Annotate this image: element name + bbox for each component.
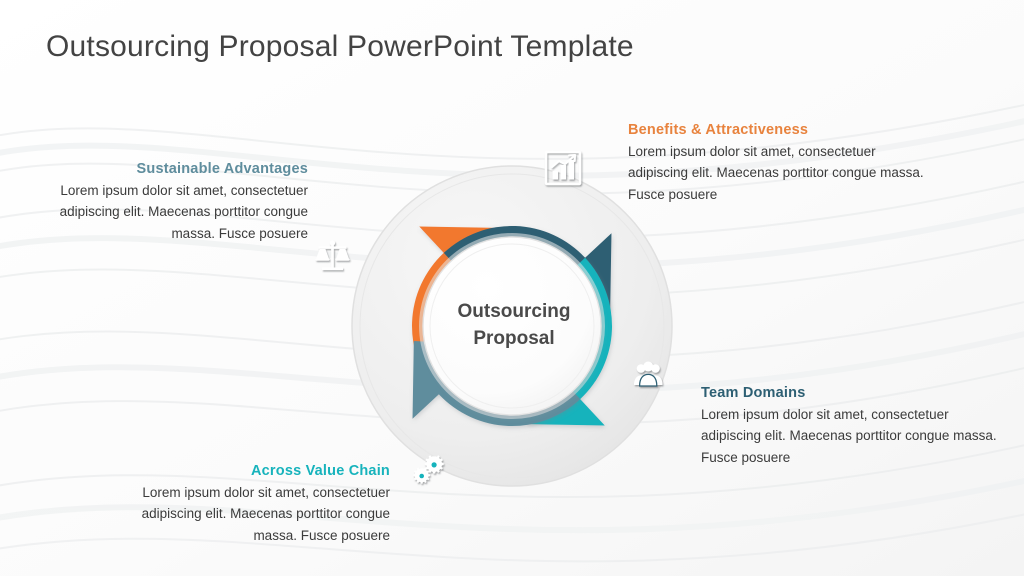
callout-sustainable[interactable]: Sustainable Advantages Lorem ipsum dolor… [40,161,308,244]
balance-scales-icon [315,240,350,271]
callout-value-chain-body: Lorem ipsum dolor sit amet, consectetuer… [141,485,390,543]
team-group-icon [634,361,663,387]
callout-value-chain-title: Across Value Chain [251,463,390,479]
center-hub [419,233,605,419]
callout-sustainable-body: Lorem ipsum dolor sit amet, consectetuer… [59,183,308,241]
gears-icon [413,455,444,484]
callout-team-title: Team Domains [701,385,806,401]
callout-benefits-title: Benefits & Attractiveness [628,122,809,138]
page-title: Outsourcing Proposal PowerPoint Template [46,30,634,63]
callout-benefits-body: Lorem ipsum dolor sit amet, consectetuer… [628,144,924,202]
callout-team-body: Lorem ipsum dolor sit amet, consectetuer… [701,407,997,465]
callout-team[interactable]: Team Domains Lorem ipsum dolor sit amet,… [701,385,1001,468]
bar-chart-growth-icon [544,150,582,186]
callout-sustainable-title: Sustainable Advantages [136,161,308,177]
callout-value-chain[interactable]: Across Value Chain Lorem ipsum dolor sit… [132,463,390,546]
callout-benefits[interactable]: Benefits & Attractiveness Lorem ipsum do… [628,122,928,205]
